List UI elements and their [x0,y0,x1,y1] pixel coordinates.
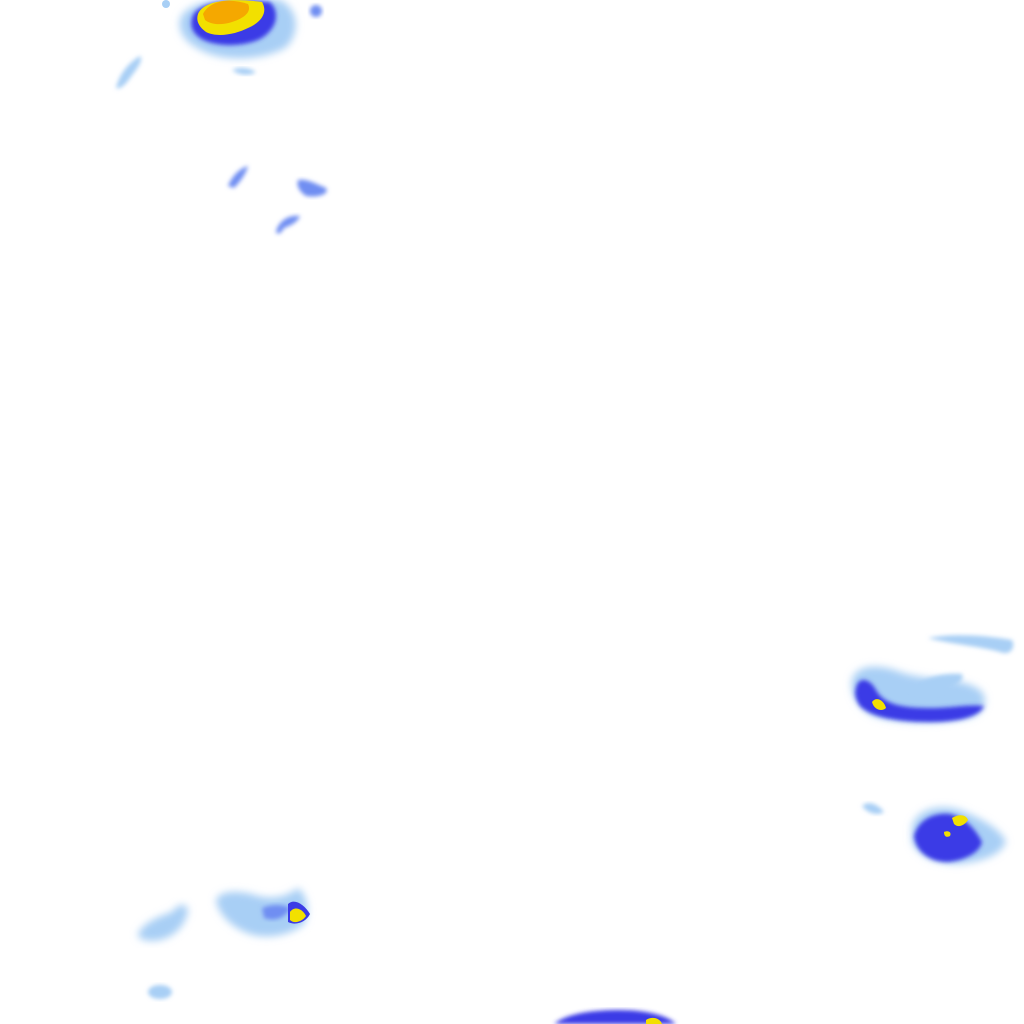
precip-medium [297,179,327,197]
precip-light [910,673,963,694]
precip-light [216,888,308,937]
precip-light [162,0,170,8]
cell-southwest-band [138,888,310,941]
precip-light [116,56,142,89]
precip-medium [262,905,290,920]
precip-intense [952,815,968,827]
cell-northwest-fragment-c [297,179,327,197]
precip-extreme [203,0,250,25]
cell-northwest-fragment-b [228,166,248,188]
cell-southwest-small [148,985,172,999]
precip-light [862,803,884,814]
precip-light [232,67,256,75]
cell-south-edge [554,1010,676,1024]
precip-intense [290,908,306,923]
precip-light [928,635,1014,654]
precip-intense [944,831,951,837]
precip-intense [872,699,886,710]
precip-medium [228,166,248,188]
precip-intense [646,1017,662,1024]
precip-medium [276,215,300,234]
precip-light [310,5,322,17]
precip-heavy [855,679,984,722]
cell-northwest-core [162,0,322,59]
precip-heavy [914,813,982,862]
cell-east-upper [851,635,1014,723]
cell-northwest-fragment-d [276,215,300,234]
cell-east-lower [862,803,1006,864]
precip-light [148,985,172,999]
precip-light [138,904,188,941]
cell-northwest-fragment-a [116,56,256,89]
precip-heavy [554,1010,676,1024]
